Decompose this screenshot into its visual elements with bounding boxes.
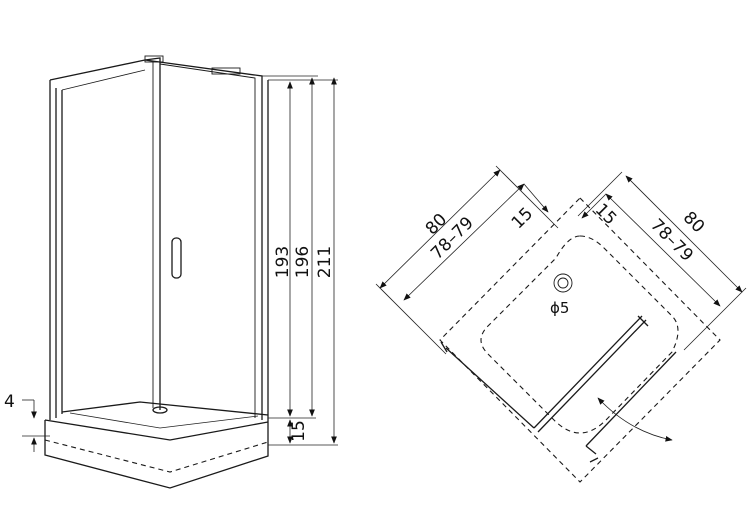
door-hinge-bar <box>211 67 241 75</box>
plan-door-panel <box>533 315 643 429</box>
right-range-dimension <box>605 193 721 307</box>
right-offset-dimension <box>581 193 607 219</box>
drain-icon-plan <box>553 273 573 293</box>
door-height-label: 193 <box>273 246 293 278</box>
fixed-side-panel <box>49 57 161 420</box>
step-dimension <box>22 399 50 452</box>
panel-height-label: 196 <box>293 246 313 278</box>
total-height-label: 211 <box>315 246 335 278</box>
plan-view: ϕ5 80 78–79 15 80 78–79 15 <box>375 165 747 483</box>
shower-door <box>144 55 269 422</box>
tray-height-label: 15 <box>289 420 309 442</box>
left-range-dimension <box>403 183 525 301</box>
door-handle <box>171 237 182 279</box>
tray-outline <box>439 197 721 483</box>
left-offset-label: 15 <box>508 204 537 233</box>
door-swing-arrow <box>597 397 673 442</box>
left-offset-dimension <box>523 183 549 213</box>
shower-tray <box>44 401 269 489</box>
step-height-label: 4 <box>4 392 15 412</box>
plan-fixed-panel <box>445 347 535 429</box>
elevation-view: 193 196 211 15 4 <box>4 55 338 489</box>
drain-diameter-label: ϕ5 <box>550 299 569 317</box>
tray-basin <box>480 235 679 434</box>
dimension-extension-lines <box>262 75 338 446</box>
right-width-dimension <box>625 175 743 293</box>
